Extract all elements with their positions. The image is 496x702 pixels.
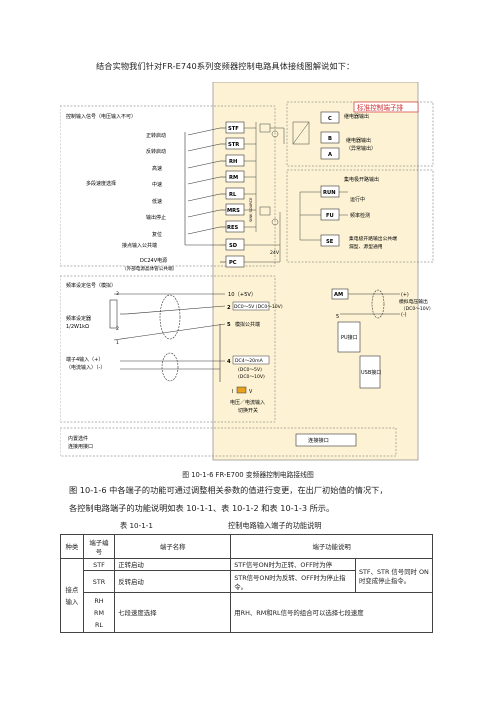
terminal-res: RES (227, 225, 239, 231)
oc-title: 集电极开路输出 (344, 176, 379, 183)
relay-title: 继电器输出 (344, 113, 369, 120)
terminal-rh: RH (229, 159, 237, 165)
t4-alt1: (DC0～5V) (238, 367, 262, 373)
row1-name: 正转启动 (114, 558, 232, 571)
row3-name: 七段速度选择 (114, 592, 232, 633)
paragraph-2: 各控制电路端子的功能说明如表 10-1-1、表 10-1-2 和表 10-1-3… (69, 503, 335, 513)
t4-range: DC4～20mA (235, 358, 264, 364)
pu-port[interactable] (337, 321, 361, 353)
t4-alt2: (DC0～10V) (238, 374, 265, 380)
low-label: 低速 (152, 198, 162, 205)
run-label: 运行中 (350, 196, 365, 203)
dc24-note: （外部电源晶体管公共端） (122, 265, 177, 272)
se-label2: 漏型、源型通用 (349, 243, 383, 250)
terminal-stf: STF (228, 126, 239, 132)
terminal-rl: RL (229, 192, 237, 198)
relay-sub2: （异常输出） (346, 145, 376, 152)
switch-toggle[interactable] (236, 386, 247, 394)
row2-desc: STR信号ON时为反转、OFF时为停止指令。 (230, 570, 356, 593)
terminal-am: AM (334, 292, 343, 298)
terminal-a: A (328, 152, 332, 158)
freq-set-label: 频率设定信号（模拟） (66, 282, 116, 289)
pot-spec: 1/2W1kΩ (66, 324, 89, 330)
row1-desc: STF信号ON时为正转、OFF时为停 (230, 558, 356, 571)
v24-label: 24V (270, 250, 280, 256)
t10-label: 10（+5V） (228, 291, 256, 298)
terminal-run: RUN (323, 190, 336, 196)
shared-desc: STF、STR 信号同时 ON 时变成停止指令。 (354, 558, 434, 593)
multi-label: 多段速度选择 (86, 180, 116, 187)
terminal-c: C (328, 116, 332, 122)
mid-label: 中速 (152, 181, 162, 188)
terminal-rm: RM (229, 175, 238, 181)
paragraph-1: 图 10-1-6 中各端子的功能可通过调整相关参数的值进行变更，在出厂初始值的情… (69, 485, 388, 495)
common-label: 接点输入公共端 (122, 242, 157, 249)
am-range: （DC0～10V） (401, 306, 433, 312)
row2-term: STR (82, 570, 116, 593)
terminal-str: STR (228, 142, 239, 148)
usb-label: USB接口 (361, 369, 381, 376)
table-label: 表 10-1-1 (120, 521, 153, 530)
pot-label: 频率设定器 (66, 315, 91, 322)
t2-range: DC0～5V (DC0～10V) (234, 304, 283, 310)
terminal-se: SE (326, 239, 334, 245)
option-line1: 内置选件 (68, 435, 88, 442)
row1-term: STF (82, 558, 116, 571)
fu-label: 频率检测 (350, 212, 370, 219)
group-contact-input: 接点输入 (60, 558, 84, 633)
header-name: 端子名称 (114, 534, 232, 559)
ain-note: （电流输入）（-） (66, 364, 105, 371)
option-line2: 连接用接口 (68, 443, 93, 450)
se-label1: 集电极开路输出公共端 (349, 235, 397, 242)
rev-label: 反转启动 (146, 148, 166, 155)
pin-1: 1 (116, 340, 119, 346)
relay-sub1: 继电器输出 (346, 137, 371, 144)
row2-name: 反转启动 (114, 570, 232, 593)
terminal-mrs: MRS (227, 208, 240, 214)
switch-label2: 切换开关 (238, 407, 258, 414)
am-plus: (+) (401, 292, 409, 298)
terminal-table: 种类 端子编号 端子名称 端子功能说明 接点输入 STF 正转启动 STF信号O… (60, 534, 434, 633)
reset-label: 复位 (152, 231, 162, 238)
pu-label: PU接口 (341, 334, 358, 341)
row3-desc: 用RH、RM和RL信号的组合可以选择七段速度 (230, 592, 433, 633)
connector-label: 连接接口 (308, 436, 329, 444)
switch-v: V (249, 389, 253, 395)
wiring-diagram: 标准控制端子排 控制输入信号（电压输入不可） 正转启动 反转启动 高速 多段速度… (59, 81, 435, 462)
header-kind: 种类 (60, 534, 84, 559)
sink-source-label: SINK SOURCE (249, 197, 253, 222)
high-label: 高速 (152, 165, 162, 172)
am-label: 模拟电压输出 (399, 298, 428, 305)
ctrl-input-label: 控制输入信号（电压输入不可） (66, 113, 136, 120)
t2-label: 2 (227, 305, 231, 311)
switch-label: 电压／电流输入 (230, 399, 265, 406)
usb-port[interactable] (359, 355, 381, 389)
fwd-label: 正转启动 (146, 132, 166, 139)
figure-caption: 图 10-1-6 FR-E700 变频器控制电路接线图 (182, 471, 314, 479)
t4-label: 4 (227, 359, 231, 365)
am-five: 5 (336, 314, 339, 320)
header-func: 端子功能说明 (230, 534, 433, 559)
row3-term: RH RM RL (82, 592, 116, 633)
banner-label: 标准控制端子排 (357, 103, 404, 112)
pin-2: 2 (116, 326, 119, 332)
t5-desc: 模拟公共端 (235, 321, 260, 328)
table-title: 控制电路输入端子的功能说明 (228, 521, 322, 530)
terminal-b: B (328, 136, 332, 142)
ain-label: 端子4输入（+） (66, 356, 103, 363)
dc24-label: DC24V电源 (140, 257, 167, 264)
am-minus: (-) (401, 312, 407, 318)
terminal-sd: SD (229, 243, 238, 249)
switch-i: I (232, 389, 233, 395)
intro-text: 结合实物我们针对FR-E740系列变频器控制电路具体接线图解说如下： (96, 61, 355, 71)
terminal-fu: FU (326, 213, 334, 219)
terminal-pc: PC (229, 260, 237, 266)
inverter-body (212, 81, 419, 461)
header-term: 端子编号 (82, 534, 116, 559)
t5-label: 5 (227, 322, 231, 328)
out-stop-label: 输出停止 (146, 214, 166, 221)
